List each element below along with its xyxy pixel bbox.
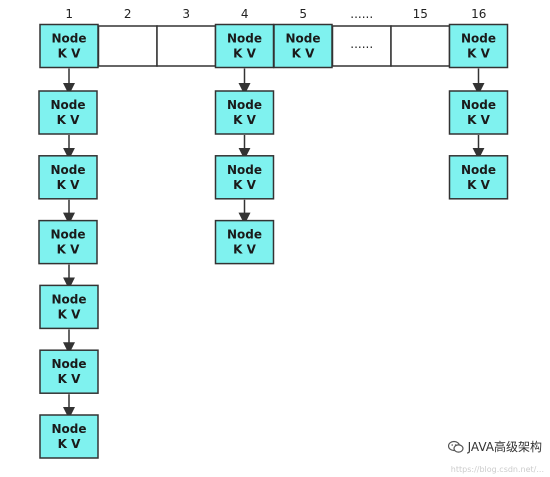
node-kv: K V [58,47,81,61]
node-box [214,90,275,135]
node-kv: K V [57,178,80,192]
index-label: 2 [124,7,132,21]
index-label: 16 [471,7,486,21]
node-title: Node [50,98,85,112]
node-box [39,284,99,330]
index-label: ...... [350,7,373,21]
node-title: Node [227,98,262,112]
node-title: Node [51,292,86,306]
node-box [448,90,509,135]
node-title: Node [227,32,262,46]
node-title: Node [461,32,496,46]
node-kv: K V [233,47,256,61]
node-kv: K V [58,307,81,321]
node-title: Node [51,357,86,371]
node-title: Node [51,422,86,436]
index-label: 15 [413,7,428,21]
watermark-url: https://blog.csdn.net/... [450,465,544,474]
node-title: Node [50,163,85,177]
watermark-text: JAVA高级架构 [467,440,542,454]
node-box [38,155,98,200]
node-kv: K V [233,113,256,127]
node-title: Node [461,98,496,112]
node-box [214,155,275,200]
node-box [214,219,275,265]
node-box [214,23,275,69]
node-box [39,414,99,459]
node-title: Node [51,32,86,46]
node-box [273,23,333,69]
node-title: Node [461,163,496,177]
node-title: Node [50,228,85,242]
node-kv: K V [233,243,256,257]
node-kv: K V [467,113,490,127]
node-kv: K V [57,113,80,127]
node-box [39,349,99,394]
empty-bucket [156,25,217,67]
node-box [38,219,98,265]
node-box [38,90,98,135]
node-kv: K V [467,178,490,192]
node-box [448,155,509,200]
node-kv: K V [57,243,80,257]
index-label: 5 [299,7,307,21]
node-kv: K V [58,372,81,386]
index-labels: 1 2 3 4 5...... 15 16 [65,7,486,21]
index-label: 1 [65,7,73,21]
node-title: Node [285,32,320,46]
watermark: JAVA高级架构 [447,438,542,455]
index-label: 4 [241,7,249,21]
node-title: Node [227,163,262,177]
empty-bucket [97,25,158,67]
node-box [448,23,509,69]
node-kv: K V [467,47,490,61]
empty-bucket [390,25,451,67]
wechat-icon [447,440,464,453]
node-kv: K V [58,437,81,451]
node-title: Node [227,228,262,242]
bucket-ellipsis: ...... [350,37,373,51]
index-label: 3 [182,7,190,21]
node-kv: K V [233,178,256,192]
node-kv: K V [292,47,315,61]
node-box [39,23,99,69]
